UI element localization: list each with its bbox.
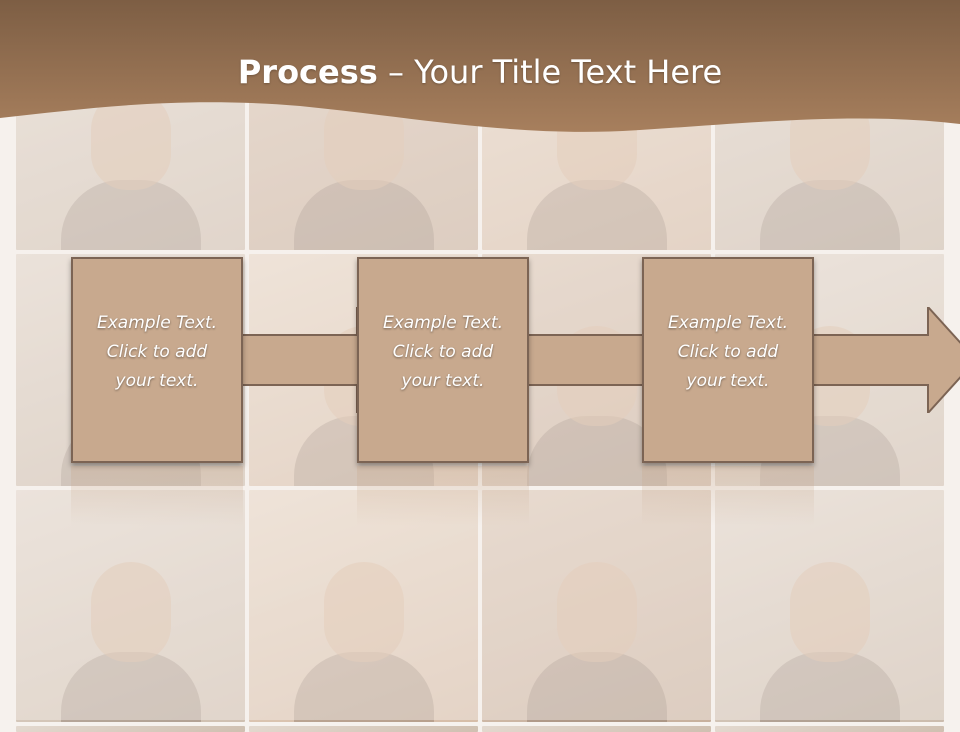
step-text[interactable]: Example Text. Click to add your text. [382,313,504,391]
process-step-3: Example Text. Click to add your text. [642,257,960,465]
arrow-right-icon [810,307,960,413]
title-band [0,0,960,132]
photo-green-hair-man [16,490,245,722]
step-text[interactable]: Example Text. Click to add your text. [667,313,789,391]
step-reflection [71,466,243,526]
photo-row4-4 [715,726,944,732]
photo-cowboy [249,490,478,722]
photo-row4-2 [249,726,478,732]
photo-masquerade-woman [715,490,944,722]
step-box[interactable] [71,257,243,463]
step-reflection [357,466,529,526]
title-rest: – Your Title Text Here [377,53,723,91]
photo-nerd-girl [482,490,711,722]
step-text[interactable]: Example Text. Click to add your text. [96,313,218,391]
page-title[interactable]: Process – Your Title Text Here [0,53,960,91]
photo-row4-1 [16,726,245,732]
title-bold: Process [237,53,378,91]
step-box[interactable] [642,257,814,463]
step-reflection [642,466,814,526]
step-box[interactable] [357,257,529,463]
photo-row4-3 [482,726,711,732]
